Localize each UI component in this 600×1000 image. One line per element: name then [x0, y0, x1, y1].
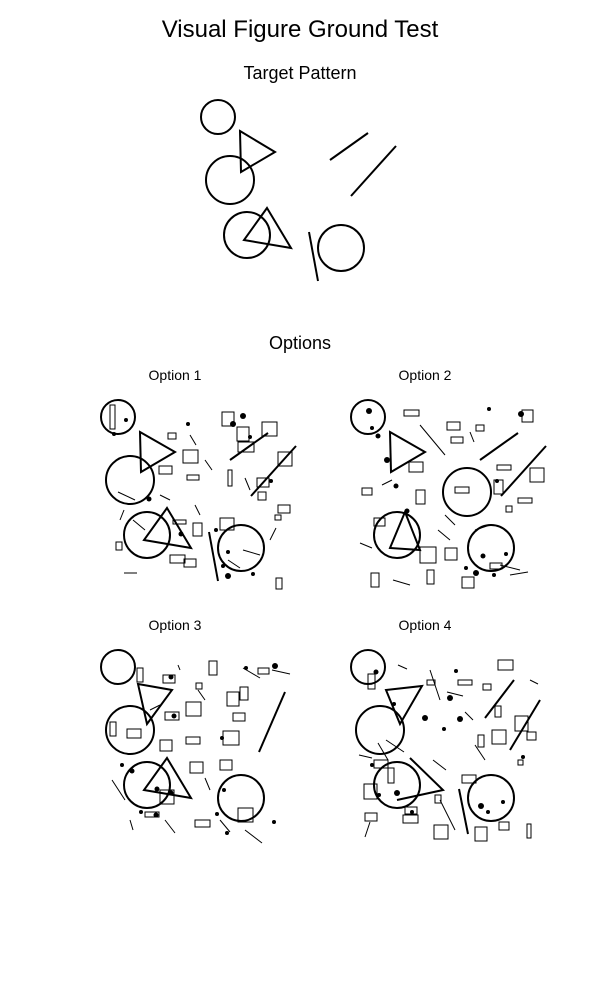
page-title: Visual Figure Ground Test — [161, 16, 439, 43]
option-1-triangle-upper — [138, 430, 177, 474]
option-1-line-long — [250, 445, 297, 497]
option-4-line-long — [509, 699, 541, 751]
option-3-circle-middle — [105, 705, 155, 755]
option-2-triangle-lower — [388, 509, 422, 552]
option-1-label[interactable]: Option 1 — [148, 367, 202, 383]
option-4-pattern[interactable] — [350, 649, 541, 842]
option-2-circle-right — [467, 524, 515, 572]
target-pattern-title: Target Pattern — [243, 63, 357, 83]
option-3-distractors — [109, 660, 291, 844]
option-3-circle-right — [217, 774, 265, 822]
option-2-small-circle — [350, 399, 386, 435]
option-2-triangle — [388, 430, 427, 474]
option-2-circle-middle — [442, 467, 492, 517]
target-line-long — [350, 145, 397, 197]
target-circle-right — [317, 224, 365, 272]
target-triangle-upper — [238, 129, 277, 174]
option-1-line-short — [229, 432, 269, 461]
option-3-small-circle — [100, 649, 136, 685]
option-4-circle-lower — [373, 761, 421, 809]
option-2-line-long — [500, 445, 547, 497]
option-4-label[interactable]: Option 4 — [398, 617, 452, 633]
option-3-circle-lower — [123, 761, 171, 809]
options-title: Options — [268, 333, 332, 353]
option-4-line-vertical — [458, 788, 469, 835]
option-4-circle-middle — [355, 705, 405, 755]
option-1-line-vertical — [208, 531, 219, 582]
target-line-vertical — [308, 231, 319, 282]
option-2-pattern[interactable] — [350, 399, 547, 589]
option-2-circle-lower — [373, 511, 421, 559]
option-1-circle-lower — [123, 511, 171, 559]
option-1-circle-right — [217, 524, 265, 572]
option-4-distractors — [358, 659, 539, 842]
option-4-line-short — [484, 679, 515, 719]
option-2-distractors — [359, 407, 545, 589]
target-circle-middle — [205, 155, 255, 205]
option-1-circle-middle — [105, 455, 155, 505]
target-small-circle — [200, 99, 236, 135]
target-triangle-lower — [242, 206, 293, 250]
option-1-pattern[interactable] — [100, 399, 297, 590]
target-circle-lower — [223, 211, 271, 259]
target-pattern — [200, 99, 397, 282]
option-1-small-circle — [100, 399, 136, 435]
option-4-circle-right — [467, 774, 515, 822]
option-2-line-short — [479, 432, 519, 461]
option-3-line-long — [258, 691, 286, 753]
option-4-triangle-upper — [384, 684, 424, 727]
target-line-short — [329, 132, 369, 161]
option-4-angle-mark — [396, 757, 446, 801]
option-3-triangle-upper — [136, 682, 174, 727]
option-3-triangle-lower — [142, 756, 193, 800]
option-2-label[interactable]: Option 2 — [398, 367, 452, 383]
option-3-pattern[interactable] — [100, 649, 291, 844]
option-1-distractors — [109, 404, 293, 590]
option-3-label[interactable]: Option 3 — [148, 617, 202, 633]
option-1-triangle-lower — [142, 506, 193, 550]
